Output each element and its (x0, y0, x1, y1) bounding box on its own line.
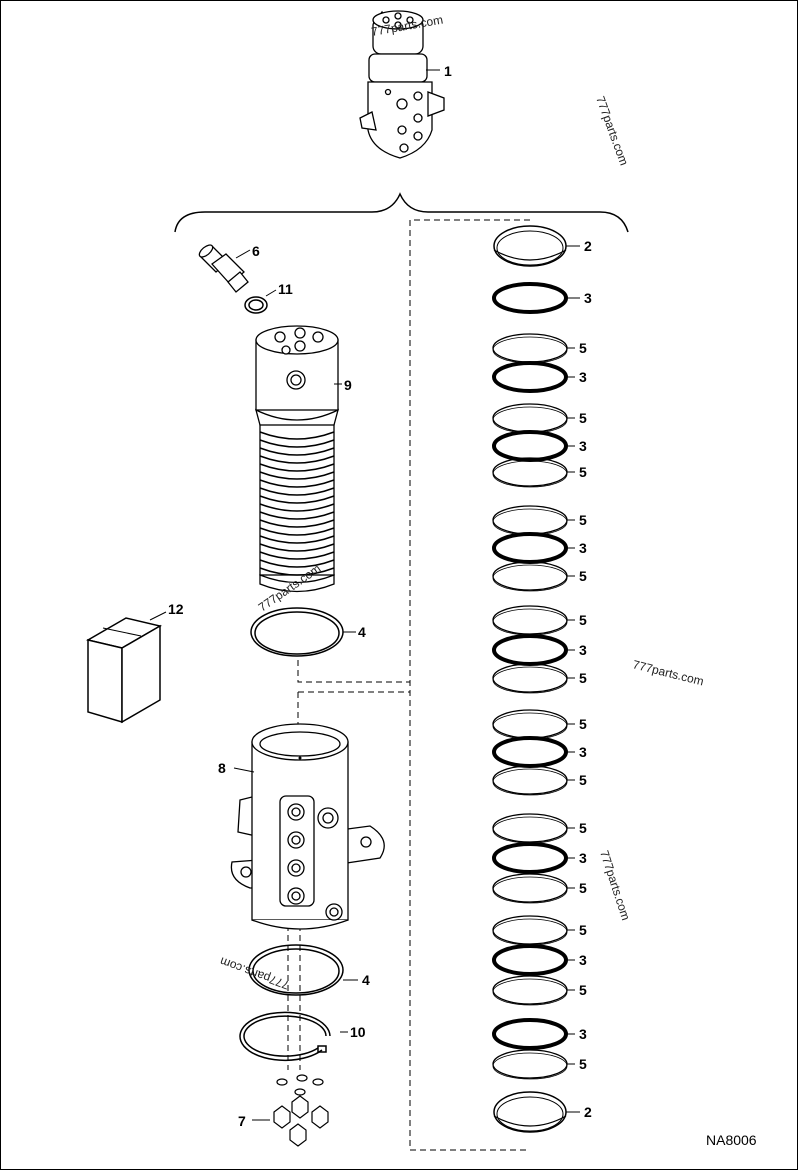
callout-10: 10 (350, 1024, 366, 1040)
callout-5: 5 (579, 982, 587, 998)
callout-8: 8 (218, 760, 226, 776)
callout-3: 3 (579, 438, 587, 454)
watermark-right-upper: 777parts.com (593, 94, 631, 167)
callout-5: 5 (579, 820, 587, 836)
outer-ring-top-icon (493, 225, 567, 267)
callout-5: 5 (579, 568, 587, 584)
callout-3: 3 (579, 952, 587, 968)
spindle-grooves (259, 431, 335, 576)
fitting-icon (198, 244, 249, 293)
callout-5: 5 (579, 464, 587, 480)
ring-leader-lines (566, 245, 580, 1113)
callout-4-lower: 4 (362, 972, 370, 988)
callout-3: 3 (579, 642, 587, 658)
callout-12: 12 (168, 601, 184, 617)
small-o-ring-icon (244, 296, 268, 314)
seal-kit-box-icon (85, 617, 163, 724)
callout-3: 3 (584, 290, 592, 306)
callout-3: 3 (579, 1026, 587, 1042)
plugs-icon (273, 1074, 329, 1147)
callout-11: 11 (278, 281, 293, 297)
callout-5: 5 (579, 670, 587, 686)
callout-5: 5 (579, 922, 587, 938)
callout-3: 3 (579, 850, 587, 866)
callout-5: 5 (579, 880, 587, 896)
o-ring-upper-icon (250, 607, 344, 657)
outer-ring-bottom-icon (493, 1091, 567, 1133)
callout-9: 9 (344, 377, 352, 393)
callout-2-top: 2 (584, 238, 592, 254)
callout-3: 3 (579, 744, 587, 760)
callout-5: 5 (579, 410, 587, 426)
callout-5: 5 (579, 1056, 587, 1072)
drawing-code: NA8006 (706, 1132, 757, 1148)
callout-5: 5 (579, 512, 587, 528)
callout-3: 3 (579, 540, 587, 556)
assembly-brace (174, 192, 629, 233)
housing-icon (230, 723, 385, 930)
o-ring-lower-icon (248, 944, 344, 996)
callout-3: 3 (579, 369, 587, 385)
ring-stack (492, 225, 568, 1133)
callout-2-bottom: 2 (584, 1104, 592, 1120)
callout-6: 6 (252, 243, 260, 259)
callout-4-upper: 4 (358, 624, 366, 640)
snap-ring-icon (239, 1011, 331, 1062)
callout-5: 5 (579, 772, 587, 788)
callout-5: 5 (579, 716, 587, 732)
callout-5: 5 (579, 340, 587, 356)
callout-5: 5 (579, 612, 587, 628)
callout-7: 7 (238, 1113, 246, 1129)
swivel-assembly-icon (359, 10, 445, 159)
callout-1: 1 (444, 63, 452, 79)
watermark-housing: 777parts.com (218, 954, 291, 992)
watermark-right-middle: 777parts.com (631, 657, 705, 688)
watermark-right-lower: 777parts.com (597, 849, 633, 922)
